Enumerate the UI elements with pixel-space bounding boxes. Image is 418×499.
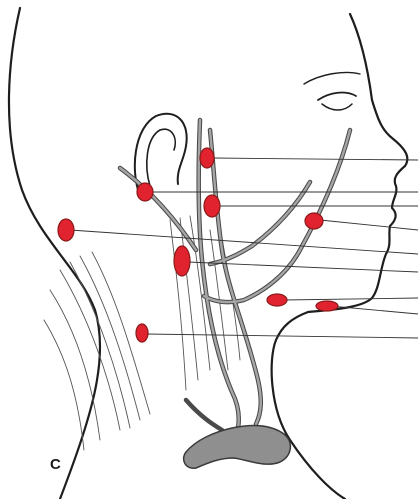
lymph-node-jugulodigastric (174, 246, 190, 276)
lymph-node-parotid (204, 195, 220, 217)
head-outline (9, 8, 407, 499)
brachiocephalic-vein (184, 426, 291, 469)
lymph-node-submandibular (267, 294, 287, 306)
leader-lines (70, 158, 418, 338)
jugular-veins (120, 120, 350, 430)
lymph-node-submental (316, 301, 338, 311)
panel-letter: C (50, 456, 61, 473)
lymph-node-postauricular (137, 183, 153, 201)
lymph-node-occipital (58, 219, 74, 241)
lymph-node-posterior-cervical (136, 324, 148, 342)
lymph-node-preauricular (200, 148, 214, 168)
lymph-node-buccal (305, 213, 323, 229)
jugular-veins-fill (120, 120, 350, 428)
